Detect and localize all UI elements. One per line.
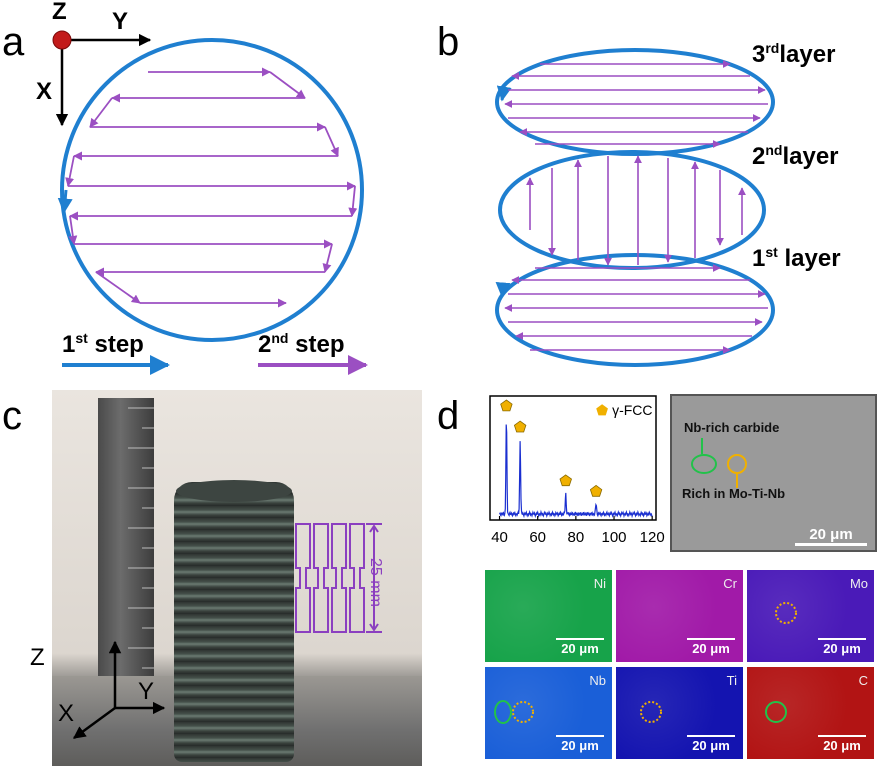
x-tick-label: 40: [491, 529, 508, 546]
x-tick-label: 100: [602, 529, 627, 546]
panel-label-b: b: [437, 20, 460, 64]
fcc-peak-marker: [513, 420, 527, 433]
dimension-label: 25 mm: [367, 558, 384, 607]
sem-rich-label: Rich in Mo-Ti-Nb: [682, 486, 786, 501]
layer2-label: 2ndlayer: [752, 142, 839, 170]
map-scale-bar: 20 μm: [556, 638, 604, 656]
sem-scale-bar: 20 μm: [795, 526, 867, 546]
x-tick-label: 80: [568, 529, 585, 546]
xrd-legend: ⬟ γ-FCC: [596, 402, 653, 418]
axes-c: [72, 640, 166, 740]
axis-z-label-c: Z: [30, 644, 45, 671]
axis-y-label-a: Y: [112, 8, 129, 35]
ti-marker-circle: [640, 701, 662, 723]
x-tick-label: 120: [640, 529, 665, 546]
c-marker-circle: [765, 701, 787, 723]
map-scale-bar: 20 μm: [687, 638, 735, 656]
map-element-label: Ni: [593, 576, 606, 591]
eds-map-mo: Mo 20 μm: [747, 570, 874, 662]
printed-cylinder: [174, 482, 294, 762]
map-scale-bar: 20 μm: [556, 735, 604, 753]
nb-marker-circles: [494, 700, 534, 724]
cylinder-top: [176, 480, 292, 502]
panel-b-diagram: [495, 48, 775, 367]
step2-label: 2nd step: [258, 330, 345, 358]
panel-a-diagram: [52, 30, 368, 375]
fcc-marker-icon: ⬟: [596, 402, 609, 418]
mo-marker-circle: [775, 602, 797, 624]
panel-label-d: d: [437, 394, 460, 438]
layer1-label: 1st layer: [752, 244, 841, 272]
eds-map-ti: Ti 20 μm: [616, 667, 743, 759]
eds-map-cr: Cr 20 μm: [616, 570, 743, 662]
x-tick-label: 60: [529, 529, 546, 546]
map-scale-bar: 20 μm: [687, 735, 735, 753]
panel-label-a: a: [2, 20, 25, 64]
panel-label-c: c: [2, 394, 22, 438]
axis-x-label-c: X: [58, 700, 75, 727]
fcc-peak-marker: [589, 484, 603, 497]
map-scale-bar: 20 μm: [818, 638, 866, 656]
map-element-label: Nb: [589, 673, 606, 688]
eds-map-ni: Ni 20 μm: [485, 570, 612, 662]
axis-y-label-c: Y: [138, 678, 155, 705]
map-element-label: Ti: [726, 673, 737, 688]
map-scale-bar: 20 μm: [818, 735, 866, 753]
axis-x-label-a: X: [36, 78, 53, 105]
map-element-label: C: [858, 673, 868, 688]
map-element-label: Cr: [723, 576, 737, 591]
ruler: [98, 398, 154, 728]
xrd-series-line: [498, 424, 653, 519]
sem-carbide-label: Nb-rich carbide: [684, 420, 780, 435]
fcc-peak-marker: [500, 399, 513, 412]
step1-label: 1st step: [62, 330, 144, 358]
xrd-chart: 40 60 80 100 120: [489, 395, 665, 546]
eds-map-nb: Nb 20 μm: [485, 667, 612, 759]
fcc-peak-marker: [559, 474, 572, 487]
map-element-label: Mo: [849, 576, 868, 591]
xrd-frame: [489, 395, 657, 521]
sem-image: Nb-rich carbide Rich in Mo-Ti-Nb 20 μm: [670, 394, 877, 552]
eds-map-c: C 20 μm: [747, 667, 874, 759]
tensile-specimens: [295, 523, 382, 633]
layer3-label: 3rdlayer: [752, 40, 836, 68]
sem-markers: [691, 438, 747, 488]
axis-z-label-a: Z: [52, 0, 67, 25]
